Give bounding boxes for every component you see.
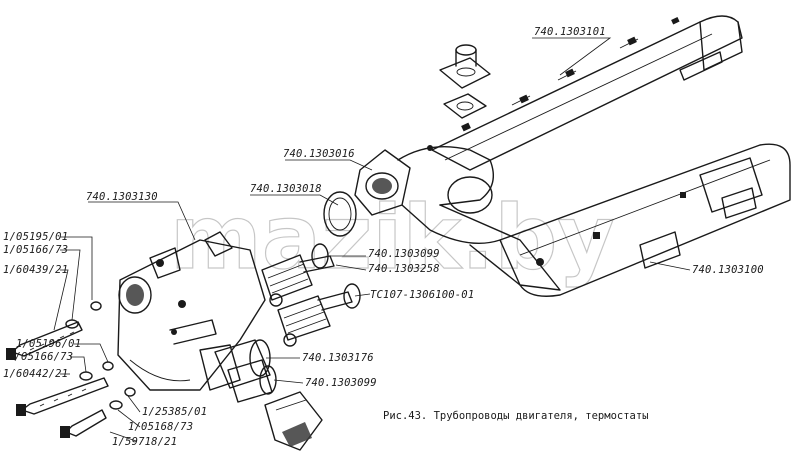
label-tc107: ТС107-1306100-01 [370, 289, 474, 301]
label-740-1303101: 740.1303101 [534, 26, 606, 38]
label-1-05168-73: 1/05168/73 [128, 421, 193, 433]
label-740-1303016: 740.1303016 [283, 148, 355, 160]
label-740-1303099-bot: 740.1303099 [305, 377, 377, 389]
figure-caption: Рис.43. Трубопроводы двигателя, термоста… [383, 410, 649, 422]
hose-assembly [214, 339, 323, 451]
manifold-pipe-lower [499, 143, 791, 297]
label-740-1303018: 740.1303018 [250, 183, 322, 195]
elbow-flange [354, 145, 561, 291]
label-1-05166-73-mid: 1/05166/73 [8, 351, 73, 363]
fasteners [6, 301, 136, 438]
label-1-59718-21: 1/59718/21 [112, 436, 177, 448]
label-740-1303258: 740.1303258 [368, 263, 440, 275]
label-1-25385-01: 1/25385/01 [142, 406, 207, 418]
watermark-text: mazik.by [170, 186, 615, 289]
manifold-pipe-upper [431, 15, 743, 171]
label-1-05196-01: 1/05196/01 [16, 338, 81, 350]
thermostats [261, 254, 353, 347]
label-1-60442-21: 1/60442/21 [3, 368, 68, 380]
label-1-60439-21: 1/60439/21 [3, 264, 68, 276]
label-740-1303099-top: 740.1303099 [368, 248, 440, 260]
label-1-05195-01: 1/05195/01 [3, 231, 68, 243]
label-740-1303176: 740.1303176 [302, 352, 374, 364]
label-740-1303100: 740.1303100 [692, 264, 764, 276]
label-740-1303130: 740.1303130 [86, 191, 158, 203]
thermostat-housing [117, 231, 266, 391]
label-1-05166-73-top: 1/05166/73 [3, 244, 68, 256]
pipe-fitting-top [439, 44, 491, 119]
leader-lines [53, 37, 691, 442]
